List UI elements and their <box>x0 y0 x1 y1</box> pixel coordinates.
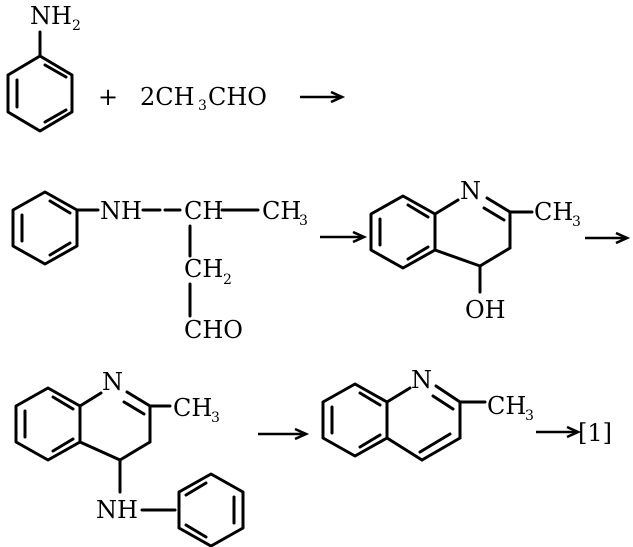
aldol-ch3-subscript: 3 <box>299 213 308 229</box>
dihydroquinoline-ch3-subscript: 3 <box>572 214 581 230</box>
reference-marker: [1] <box>578 419 612 447</box>
anilino-dihydroquinoline <box>14 386 172 494</box>
reaction-arrow-1 <box>300 90 346 104</box>
methylquinoline-n-label: N <box>411 366 432 394</box>
methylquinoline-ch3-label: CH <box>487 392 526 420</box>
aldol-ch-label: CH <box>184 197 223 225</box>
aldol-phenyl-ring <box>11 190 100 266</box>
anilino-phenyl-ring <box>140 472 245 547</box>
reaction-arrow-4 <box>258 427 310 441</box>
aldol-ch2-subscript: 2 <box>223 272 232 288</box>
reaction-arrow-5 <box>536 425 582 439</box>
anilino-ring-n-label: N <box>102 368 123 396</box>
aldol-ch2-label: CH <box>184 255 223 283</box>
aldol-ch3-label: CH <box>262 197 301 225</box>
dihydroquinoline-n-label: N <box>460 177 481 205</box>
acetaldehyde-subscript: 3 <box>198 98 207 114</box>
anilino-nh-label: NH <box>96 496 138 524</box>
aniline-nh-subscript: 2 <box>72 18 81 34</box>
anilino-ring-ch3-label: CH <box>173 394 212 422</box>
aldol-cho-label: CHO <box>184 316 243 344</box>
reaction-arrow-3 <box>585 231 631 245</box>
hydroxy-dihydroquinoline <box>369 194 534 294</box>
acetaldehyde-label-end: CHO <box>208 83 267 111</box>
reaction-arrow-2 <box>320 230 368 244</box>
hydroxy-oh-label: OH <box>465 296 506 324</box>
anilino-ring-ch3-subscript: 3 <box>211 410 220 426</box>
methylquinoline-ch3-subscript: 3 <box>525 408 534 424</box>
aniline-structure <box>6 30 74 133</box>
dihydroquinoline-ch3-label: CH <box>534 198 573 226</box>
aniline-nh-label: NH <box>30 2 72 30</box>
acetaldehyde-label-start: 2CH <box>140 83 195 111</box>
aldol-nh-label: NH <box>100 197 142 225</box>
methylquinoline <box>321 382 487 462</box>
plus-sign: + <box>98 83 118 111</box>
